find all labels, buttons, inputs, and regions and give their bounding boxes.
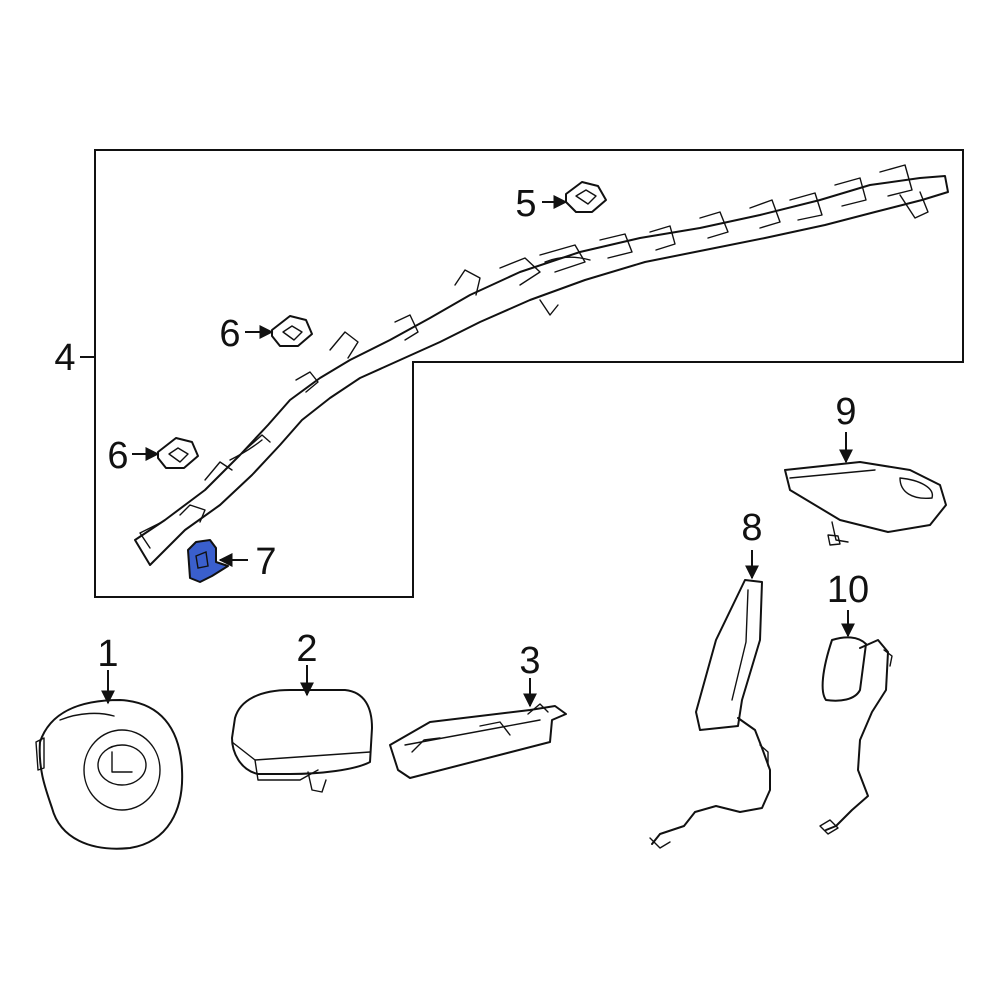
callout-6-upper: 6: [219, 313, 240, 355]
callout-4: 4: [54, 337, 75, 379]
clip-part-6-lower[interactable]: [157, 437, 199, 469]
clip-part-6-upper[interactable]: [271, 315, 313, 347]
upper-airbag-part-9[interactable]: [784, 461, 947, 546]
side-airbag-part-8[interactable]: [649, 579, 771, 849]
callout-1: 1: [97, 633, 118, 675]
passenger-airbag-part-2[interactable]: [231, 689, 373, 793]
knee-airbag-part-3[interactable]: [389, 703, 567, 779]
clip-part-5[interactable]: [565, 181, 607, 213]
steering-wheel-airbag-part-1[interactable]: [35, 699, 184, 850]
callout-3: 3: [519, 640, 540, 682]
callout-2: 2: [296, 628, 317, 670]
assembly-group-box: [94, 149, 964, 598]
callout-5: 5: [515, 183, 536, 225]
callout-10: 10: [827, 569, 869, 611]
callout-7: 7: [255, 541, 276, 583]
curtain-airbag-part[interactable]: [134, 164, 949, 566]
callout-9: 9: [835, 391, 856, 433]
callout-8: 8: [741, 507, 762, 549]
callout-6-lower: 6: [107, 435, 128, 477]
seat-airbag-part-10[interactable]: [819, 636, 893, 835]
